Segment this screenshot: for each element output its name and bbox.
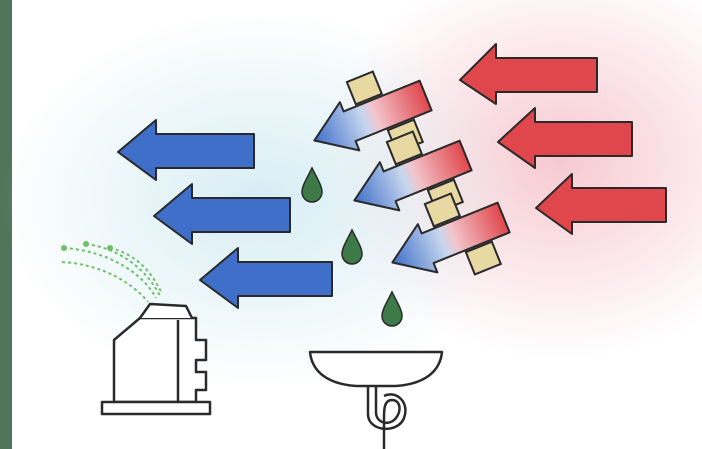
sink-with-drain-pipe (310, 352, 442, 449)
